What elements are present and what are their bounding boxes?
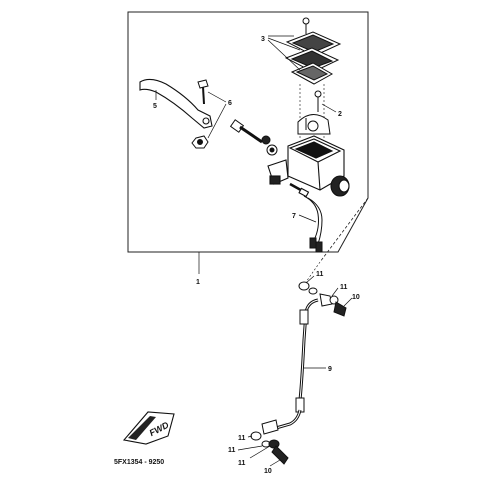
leader-11d <box>237 445 263 451</box>
leader-6a <box>207 91 227 103</box>
drawing-code: 5FX1354 - 9250 <box>114 459 164 466</box>
fwd-direction-badge: FWD <box>122 411 175 445</box>
brake-lever <box>139 78 213 129</box>
switch-lead <box>303 195 323 253</box>
leader-6b <box>207 103 227 139</box>
leader-2 <box>321 103 337 113</box>
pivot-bolt <box>229 119 278 156</box>
callout-11-bottom-c: 11 <box>238 460 246 467</box>
leader-11c <box>247 435 253 438</box>
lever-bolt <box>197 79 209 105</box>
leader-11e <box>249 445 271 459</box>
frame-break-dash <box>319 197 369 263</box>
brake-hose <box>275 298 319 430</box>
callout-11-bottom-b: 11 <box>228 447 236 454</box>
callout-6: 6 <box>228 100 232 107</box>
callout-11-bottom-a: 11 <box>238 435 246 442</box>
holder-clamp <box>297 90 331 135</box>
upper-union-bolt <box>298 281 347 317</box>
hose-align-dash <box>305 261 321 283</box>
callout-1: 1 <box>196 279 200 286</box>
lever-nut <box>191 135 209 149</box>
leader-7 <box>298 214 317 223</box>
callout-10-top: 10 <box>352 294 360 301</box>
callout-7: 7 <box>292 213 296 220</box>
leader-11b <box>331 287 339 297</box>
leader-3c <box>267 39 301 71</box>
leader-3b <box>267 37 301 51</box>
callout-2: 2 <box>338 111 342 118</box>
master-cylinder-body <box>267 135 350 198</box>
callout-11-top-b: 11 <box>340 284 348 291</box>
leader-10a <box>343 297 353 307</box>
callout-5: 5 <box>153 103 157 110</box>
callout-9: 9 <box>328 366 332 373</box>
leader-10b <box>269 459 281 467</box>
lower-union-bolt <box>250 419 289 465</box>
assembly-frame <box>127 11 369 253</box>
reservoir-cap-group <box>284 17 342 85</box>
callout-11-top-a: 11 <box>316 271 324 278</box>
callout-10-bottom: 10 <box>264 468 272 475</box>
callout-3: 3 <box>261 36 265 43</box>
leader-11a <box>305 275 315 284</box>
